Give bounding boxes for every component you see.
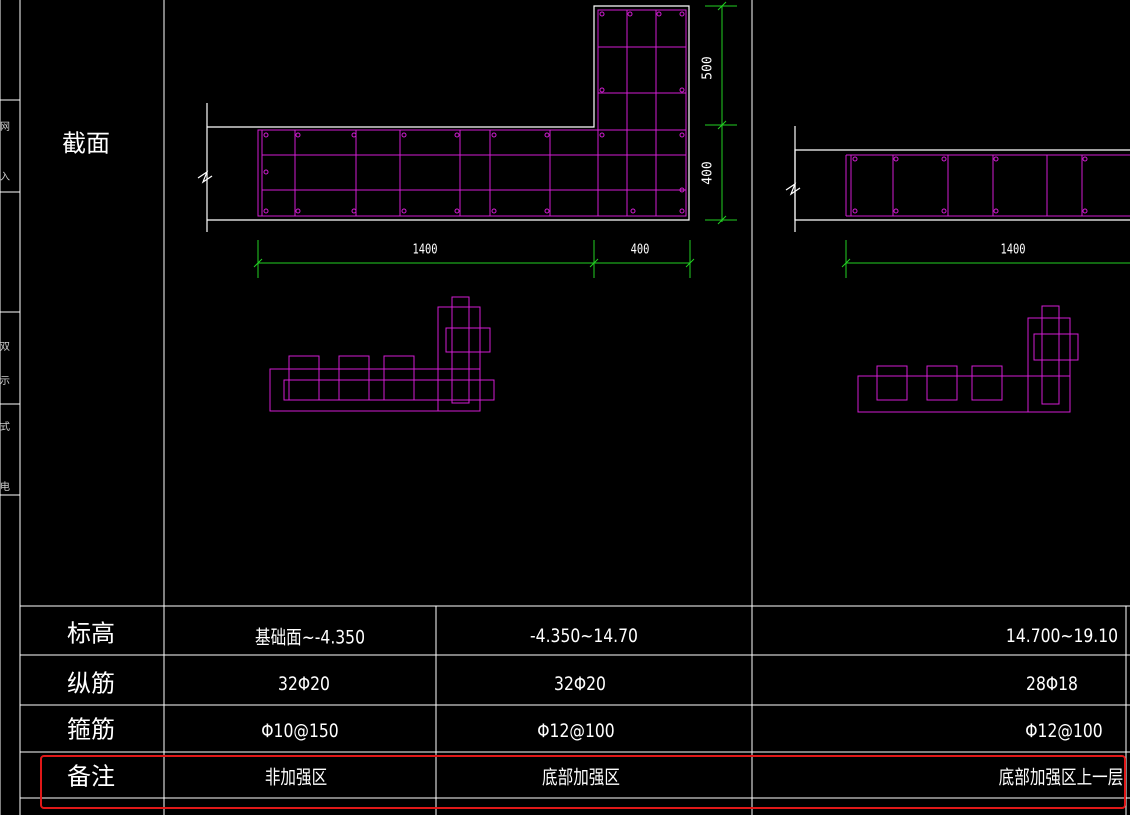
section-2-rebar (845, 154, 1130, 217)
left-strip-glyph: 电 (0, 482, 10, 493)
table-cell: 28Φ18 (1026, 673, 1078, 695)
left-strip-glyph: 入 (0, 172, 10, 183)
section-1-stirrup-diagram (269, 296, 495, 412)
dimension-label: 1400 (1000, 242, 1026, 258)
table-cell: 底部加强区上一层 (998, 766, 1124, 789)
table-cell: Φ12@100 (1025, 720, 1103, 742)
row-label-longitudinal-rebar: 纵筋 (67, 669, 115, 698)
table-cell: Φ12@100 (537, 720, 615, 742)
dimension-label: 1400 (412, 242, 438, 258)
dimension-label: 400 (630, 242, 650, 258)
section-1-outline (197, 5, 690, 232)
table-cell: 14.700~19.10 (1005, 625, 1119, 647)
table-cell: -4.350~14.70 (530, 625, 638, 647)
table-cell: 底部加强区 (542, 766, 620, 789)
highlight-box (40, 755, 1126, 809)
dimension-label: 500 (700, 56, 716, 80)
section-1-rebar-dots (263, 11, 685, 214)
section-2-outline (785, 126, 1130, 232)
table-cell: 非加强区 (264, 766, 328, 789)
row-label-remark: 备注 (67, 762, 115, 791)
row-label-stirrup: 箍筋 (67, 715, 115, 744)
section-2-dimensions (841, 240, 1130, 278)
section-header-label: 截面 (62, 129, 110, 158)
left-strip-glyph: 式 (0, 422, 10, 433)
table-cell: 基础面~-4.350 (254, 626, 366, 649)
dimension-label: 400 (700, 161, 716, 185)
left-strip-glyph: 示 (0, 376, 10, 387)
table-cell: 32Φ20 (554, 673, 606, 695)
section-1-dimensions (253, 1, 737, 278)
row-label-elevation: 标高 (67, 619, 115, 648)
table-cell: Φ10@150 (261, 720, 339, 742)
table-cell: 32Φ20 (278, 673, 330, 695)
left-strip-glyph: 网 (0, 122, 10, 133)
left-strip-glyph: 双 (0, 342, 10, 353)
section-2-stirrup-diagram (857, 305, 1079, 413)
section-1-rebar (257, 9, 687, 217)
